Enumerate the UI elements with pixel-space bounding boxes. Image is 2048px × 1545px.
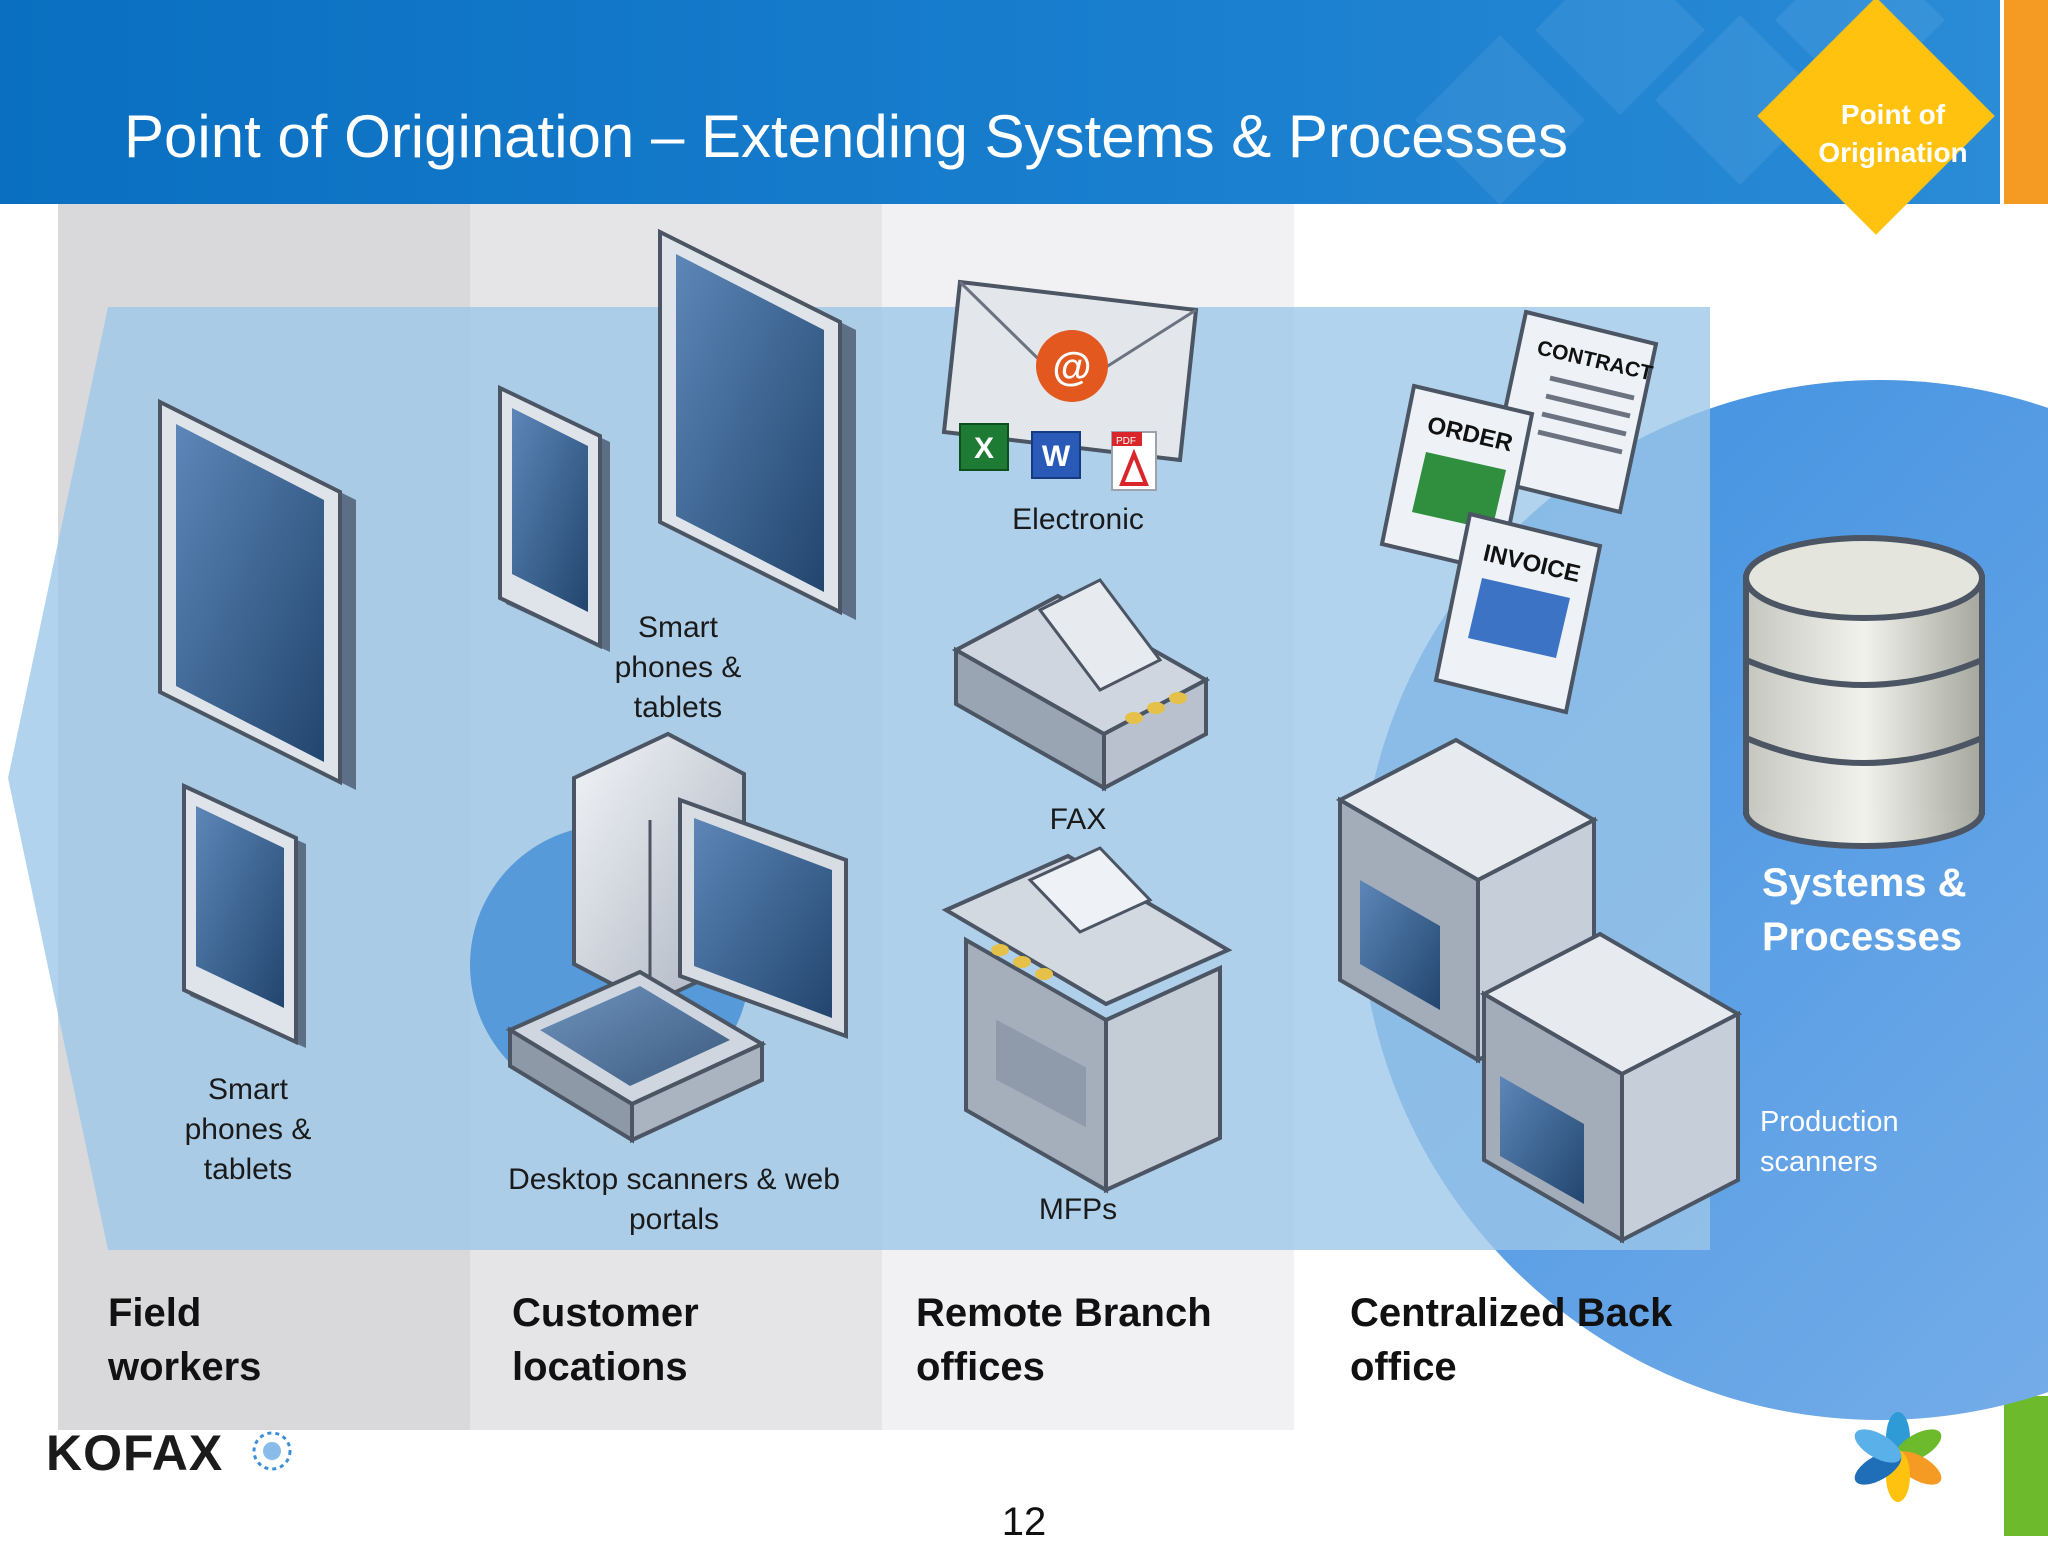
kofax-logo: KOFAX bbox=[46, 1425, 224, 1481]
email-icon: @ bbox=[941, 279, 1199, 463]
label-line: Processes bbox=[1762, 915, 1963, 959]
mfp-icon bbox=[941, 846, 1233, 1194]
kofax-globe-icon bbox=[252, 1431, 292, 1471]
label-line: tablets bbox=[633, 691, 723, 724]
heading-line: Field bbox=[108, 1291, 202, 1335]
column-heading-centralized-back-office: Centralized Back office bbox=[1350, 1286, 1672, 1394]
field-devices-label: Smart phones & tablets bbox=[148, 1070, 348, 1190]
flatbed-scanner-icon bbox=[505, 969, 767, 1144]
svg-text:@: @ bbox=[1052, 345, 1091, 389]
badge-line-2: Origination bbox=[1818, 137, 1968, 168]
accent-stripe-orange bbox=[2004, 0, 2048, 204]
label-line: phones & bbox=[614, 651, 742, 684]
origination-arrow-band bbox=[8, 307, 1710, 1250]
document-icon: INVOICE bbox=[1433, 511, 1603, 715]
smartphone-icon bbox=[182, 782, 306, 1048]
tablet-icon bbox=[158, 398, 356, 790]
pdf-label: PDF bbox=[1116, 436, 1136, 447]
label-line: Smart bbox=[207, 1073, 288, 1106]
label-line: Smart bbox=[637, 611, 718, 644]
desktop-scanners-label: Desktop scanners & web portals bbox=[484, 1160, 864, 1240]
label-line: Desktop scanners & web bbox=[508, 1163, 840, 1196]
badge-line-1: Point of bbox=[1840, 99, 1946, 130]
heading-line: workers bbox=[108, 1345, 262, 1389]
production-scanners-label: Production scanners bbox=[1760, 1102, 1899, 1182]
label-line: phones & bbox=[184, 1113, 312, 1146]
heading-line: Customer bbox=[512, 1291, 699, 1335]
word-icon: W bbox=[1031, 431, 1081, 479]
heading-line: offices bbox=[916, 1345, 1045, 1389]
label-line: tablets bbox=[203, 1153, 293, 1186]
excel-icon: X bbox=[959, 423, 1009, 471]
column-heading-remote-branch: Remote Branch offices bbox=[916, 1286, 1212, 1394]
pinwheel-logo-icon bbox=[1854, 1412, 1942, 1502]
heading-line: locations bbox=[512, 1345, 688, 1389]
svg-text:X: X bbox=[974, 432, 994, 465]
label-line: scanners bbox=[1760, 1146, 1878, 1178]
label-line: portals bbox=[628, 1203, 720, 1236]
page-number: 12 bbox=[1001, 1500, 1047, 1544]
column-heading-field-workers: Field workers bbox=[108, 1286, 261, 1394]
pdf-icon: PDF bbox=[1111, 431, 1157, 491]
svg-text:W: W bbox=[1042, 440, 1071, 473]
mfps-label: MFPs bbox=[1038, 1193, 1118, 1226]
smartphone-icon bbox=[498, 384, 610, 652]
fax-label: FAX bbox=[1049, 803, 1107, 836]
label-line: Production bbox=[1760, 1106, 1899, 1138]
tablet-icon bbox=[658, 228, 856, 620]
customer-devices-label: Smart phones & tablets bbox=[578, 608, 778, 728]
production-scanner-icon bbox=[1479, 931, 1743, 1244]
document-icon: CONTRACT bbox=[1487, 309, 1659, 515]
heading-line: Remote Branch bbox=[916, 1291, 1212, 1335]
badge-text: Point of Origination bbox=[1776, 96, 2010, 172]
header-bar bbox=[0, 0, 2000, 204]
desktop-computer-icon bbox=[572, 731, 848, 1039]
database-icon bbox=[1743, 535, 1985, 849]
accent-stripe-green bbox=[2004, 1396, 2048, 1536]
column-heading-customer-locations: Customer locations bbox=[512, 1286, 699, 1394]
fax-icon bbox=[951, 578, 1211, 792]
electronic-label: Electronic bbox=[1012, 503, 1144, 536]
page-title: Point of Origination – Extending Systems… bbox=[124, 103, 1569, 170]
label-line: Systems & bbox=[1762, 861, 1967, 905]
heading-line: Centralized Back bbox=[1350, 1291, 1673, 1335]
heading-line: office bbox=[1350, 1345, 1457, 1389]
systems-processes-label: Systems & Processes bbox=[1762, 856, 1967, 964]
